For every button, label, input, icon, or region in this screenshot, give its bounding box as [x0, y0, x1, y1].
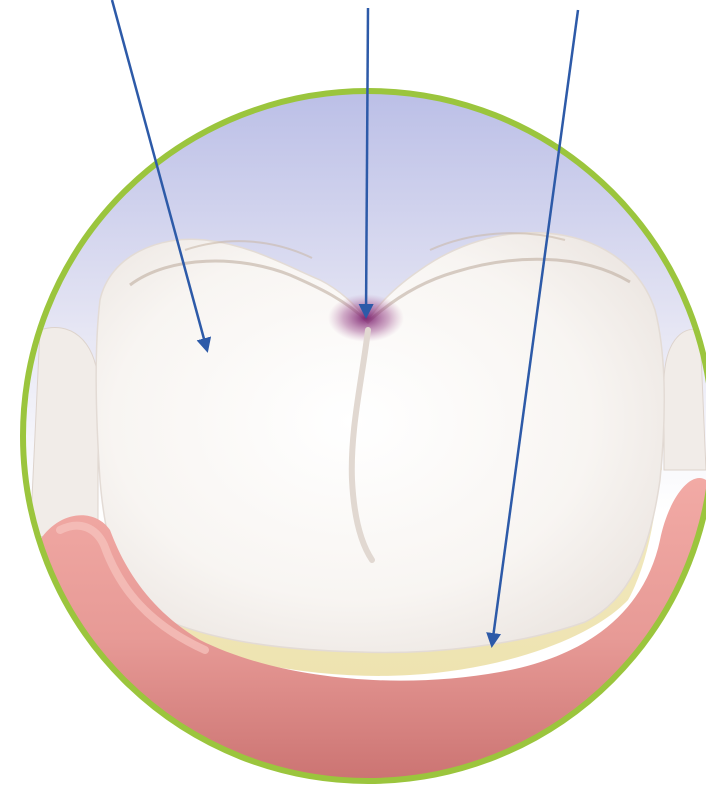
neighbor-tooth-left: [30, 327, 98, 540]
